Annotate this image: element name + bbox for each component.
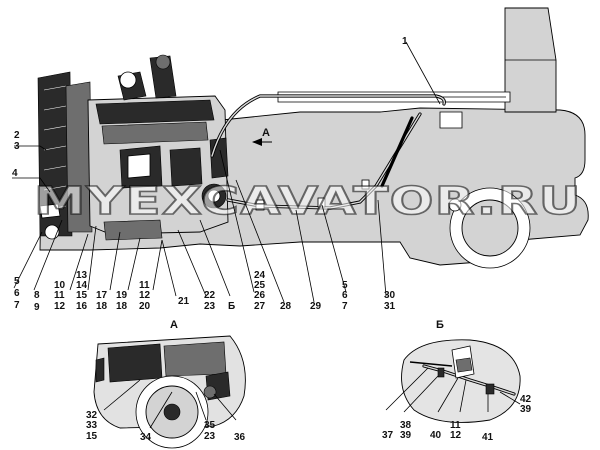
callout-7-left: 7 [14,300,20,311]
view-b-title: Б [436,319,444,331]
callout-25: 25 [254,280,266,291]
callout-12c: 12 [450,430,462,441]
callout-28: 28 [280,301,292,312]
callout-5-left: 5 [14,276,20,287]
callout-26: 26 [254,290,266,301]
leader-lines [12,41,441,303]
view-a-title: А [170,319,178,331]
detail-view-b: Б [385,319,521,423]
callouts-view-b: 37 38 39 40 11 12 41 42 39 [382,394,532,443]
callout-29: 29 [310,301,322,312]
callout-14: 14 [76,280,88,291]
callout-3: 3 [14,141,20,152]
callout-22: 22 [204,290,216,301]
callout-10: 10 [54,280,66,291]
callouts-view-a: 32 33 15 34 35 23 36 [86,410,246,443]
callout-b-main: Б [228,301,235,312]
callout-36: 36 [234,432,246,443]
callout-17: 17 [96,290,108,301]
callout-11c: 11 [450,420,461,431]
callout-5-right: 5 [342,280,348,291]
callout-24: 24 [254,270,266,281]
callout-27: 27 [254,301,266,312]
callout-4: 4 [12,168,18,179]
callout-34: 34 [140,432,152,443]
hydraulic-lines [210,94,446,211]
view-direction-arrow-a: А [252,127,272,146]
callout-38: 38 [400,420,412,431]
callout-39b: 39 [520,404,532,415]
callout-15b: 15 [86,431,98,442]
engine-assembly [37,54,229,241]
callout-6-right: 6 [342,290,348,301]
callout-19: 19 [116,290,128,301]
callout-39a: 39 [400,430,412,441]
callout-15: 15 [76,290,88,301]
callout-12b: 12 [139,290,151,301]
arrow-a-label: А [262,127,270,139]
callout-8: 8 [34,290,40,301]
callout-42: 42 [520,394,532,405]
callout-30: 30 [384,290,396,301]
callout-13: 13 [76,270,88,281]
callout-40: 40 [430,430,442,441]
callouts-main: 1 2 3 4 5 6 7 8 9 10 11 12 13 14 15 16 1… [12,36,408,313]
callout-16: 16 [76,301,88,312]
callout-1: 1 [402,36,408,47]
callout-37: 37 [382,430,394,441]
callout-11: 11 [54,290,65,301]
callout-20: 20 [139,301,151,312]
callout-6-left: 6 [14,288,20,299]
detail-view-a: А [93,319,246,449]
callout-31: 31 [384,301,396,312]
callout-18a: 18 [96,301,108,312]
callout-33: 33 [86,420,98,431]
callout-9: 9 [34,302,40,313]
callout-2: 2 [14,130,20,141]
callout-23: 23 [204,301,216,312]
callout-32: 32 [86,410,98,421]
callout-41: 41 [482,432,494,443]
callout-18b: 18 [116,301,128,312]
watermark-text: MYEXCAVATOR.RU [34,179,582,223]
callout-7-right: 7 [342,301,348,312]
callout-11b: 11 [139,280,150,291]
callout-35: 35 [204,420,216,431]
callout-21: 21 [178,296,190,307]
callout-12: 12 [54,301,66,312]
callout-23b: 23 [204,431,216,442]
